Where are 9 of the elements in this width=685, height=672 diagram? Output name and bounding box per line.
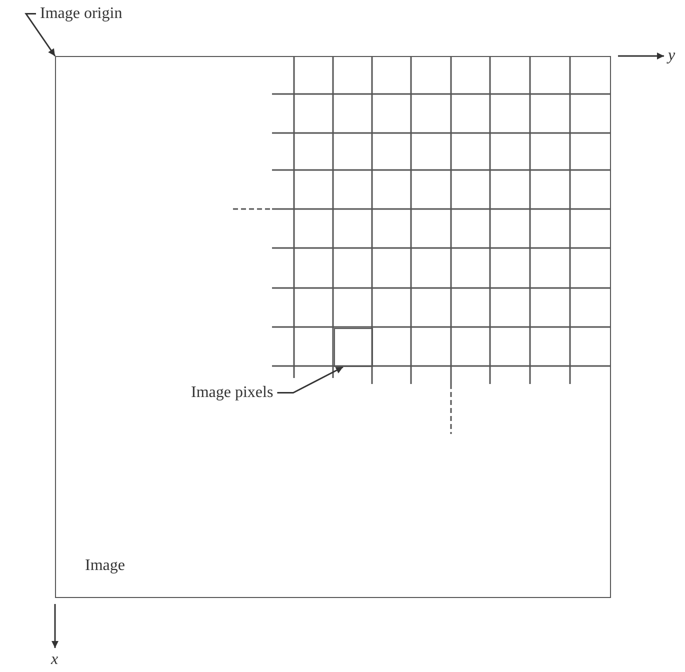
callout-text: Image pixels — [191, 384, 274, 402]
leader-line — [277, 366, 344, 394]
callout-text: Image origin — [40, 5, 122, 23]
image-frame — [55, 56, 611, 598]
axis-label: y — [668, 48, 676, 64]
axis-label: x — [51, 652, 58, 668]
image-label: Image — [85, 557, 125, 575]
pixel-cell — [334, 328, 373, 367]
leader-line — [24, 13, 56, 56]
